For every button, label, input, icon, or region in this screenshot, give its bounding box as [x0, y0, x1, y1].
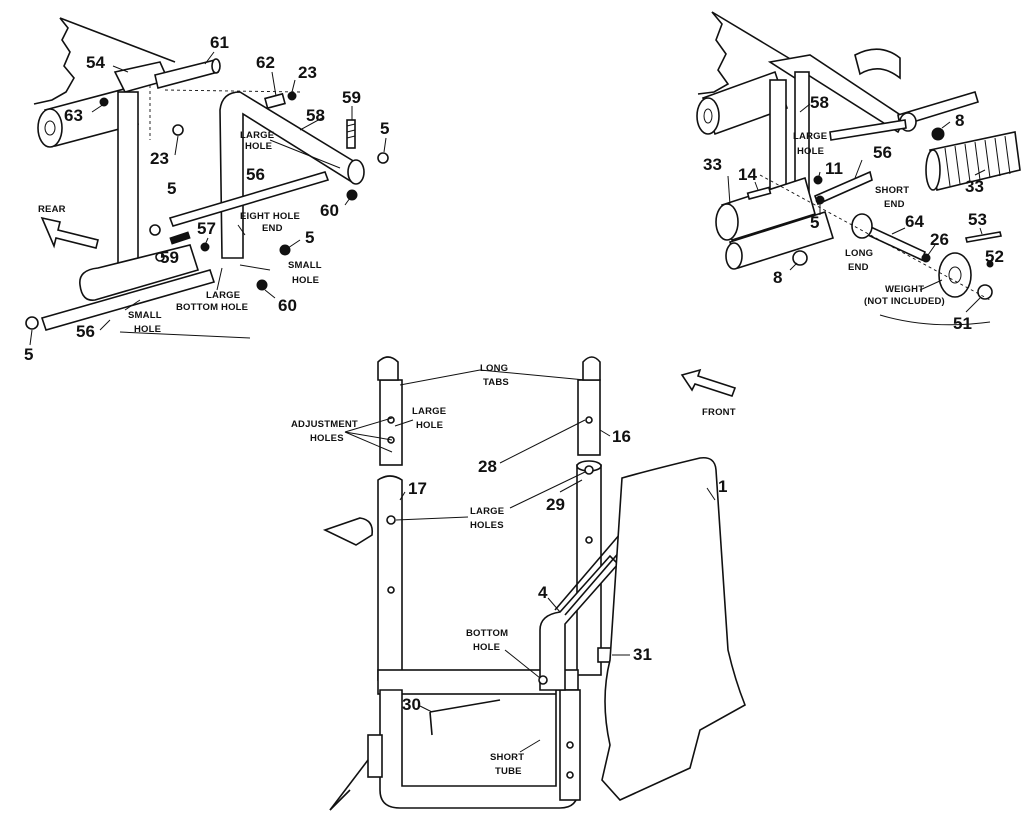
- long-tabs-label-2: TABS: [483, 377, 509, 388]
- part-5: 5: [24, 345, 33, 364]
- large-bottom-hole-label: LARGE: [206, 290, 240, 301]
- knurl-texture: [944, 135, 1011, 187]
- part-8: 8: [955, 111, 964, 130]
- part-54: 54: [86, 53, 105, 72]
- eight-hole-end-label: EIGHT HOLE: [240, 211, 300, 222]
- part-5: 5: [167, 179, 176, 198]
- part-58: 58: [810, 93, 829, 112]
- part-64: 64: [905, 212, 924, 231]
- part-58: 58: [306, 106, 325, 125]
- part-62: 62: [256, 53, 275, 72]
- part-56: 56: [246, 165, 265, 184]
- part-61: 61: [210, 33, 229, 52]
- part-52: 52: [985, 247, 1004, 266]
- large-hole-label-2: HOLE: [416, 420, 443, 431]
- part-23: 23: [298, 63, 317, 82]
- part-60: 60: [278, 296, 297, 315]
- part-11: 11: [825, 159, 843, 178]
- rear-label: REAR: [38, 204, 66, 215]
- short-tube-label: SHORT: [490, 752, 524, 763]
- part-26: 26: [930, 230, 949, 249]
- weight-label: WEIGHT: [885, 284, 924, 295]
- part-29: 29: [546, 495, 565, 514]
- top-left-assembly: 61 54 62 23 63 59 58 5 23 5 56 60 57 59 …: [24, 17, 389, 364]
- large-hole-label-2: HOLE: [797, 146, 824, 157]
- part-31: 31: [633, 645, 652, 664]
- small-hole-label-2: HOLE: [292, 275, 319, 286]
- part-4: 4: [538, 583, 548, 602]
- large-hole-label: LARGE: [412, 406, 446, 417]
- weight-label-2: (NOT INCLUDED): [864, 296, 945, 307]
- part-59: 59: [160, 248, 179, 267]
- large-holes-label-2: HOLES: [470, 520, 504, 531]
- part-1: 1: [718, 477, 727, 496]
- bottom-hole-label-2: HOLE: [473, 642, 500, 653]
- short-end-label-2: END: [884, 199, 905, 210]
- part-33: 33: [965, 177, 984, 196]
- bottom-assembly: 16 28 17 29 1 4 31 30 LONG TABS ADJUSTME…: [291, 356, 747, 811]
- part-56: 56: [76, 322, 95, 341]
- front-arrow-icon: [680, 368, 737, 397]
- part-60: 60: [320, 201, 339, 220]
- short-tube-label-2: TUBE: [495, 766, 522, 777]
- seat-1: [601, 456, 747, 801]
- part-5: 5: [810, 213, 819, 232]
- adjustment-holes-label-2: HOLES: [310, 433, 344, 444]
- eight-hole-end-label-2: END: [262, 223, 283, 234]
- large-holes-label: LARGE: [470, 506, 504, 517]
- part-59: 59: [342, 88, 361, 107]
- part-28: 28: [478, 457, 497, 476]
- small-hole-label: SMALL: [288, 260, 322, 271]
- large-hole-label-2: HOLE: [245, 141, 272, 152]
- part-23: 23: [150, 149, 169, 168]
- part-56: 56: [873, 143, 892, 162]
- adjustment-holes-label: ADJUSTMENT: [291, 419, 358, 430]
- long-end-label-2: END: [848, 262, 869, 273]
- small-hole-label-b-2: HOLE: [134, 324, 161, 335]
- part-51: 51: [953, 314, 972, 333]
- long-end-label: LONG: [845, 248, 873, 259]
- bottom-hole-label: BOTTOM: [466, 628, 508, 639]
- part-63: 63: [64, 106, 83, 125]
- small-hole-label-b: SMALL: [128, 310, 162, 321]
- short-end-label: SHORT: [875, 185, 909, 196]
- part-30: 30: [402, 695, 421, 714]
- part-16: 16: [612, 427, 631, 446]
- long-tabs-label: LONG: [480, 363, 508, 374]
- part-14: 14: [738, 165, 757, 184]
- top-right-assembly: 58 8 33 14 11 56 33 5 64 53 26 52 8 51 L…: [696, 11, 1021, 333]
- large-hole-label: LARGE: [240, 130, 274, 141]
- part-17: 17: [408, 479, 427, 498]
- part-5: 5: [380, 119, 389, 138]
- large-bottom-hole-label-2: BOTTOM HOLE: [176, 302, 248, 313]
- large-hole-label: LARGE: [793, 131, 827, 142]
- rear-arrow-icon: [40, 216, 99, 249]
- front-label: FRONT: [702, 407, 736, 418]
- part-33: 33: [703, 155, 722, 174]
- part-5: 5: [305, 228, 314, 247]
- part-57: 57: [197, 219, 216, 238]
- part-53: 53: [968, 210, 987, 229]
- part-8: 8: [773, 268, 782, 287]
